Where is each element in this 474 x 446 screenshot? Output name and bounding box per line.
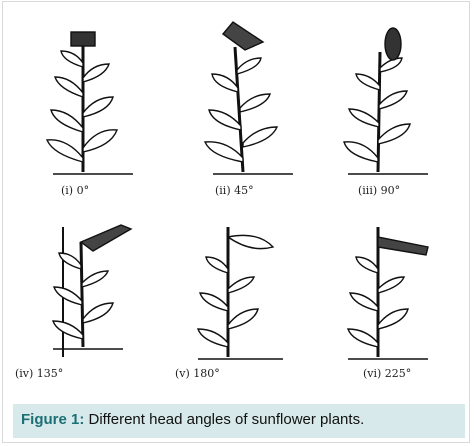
panel-label: (i) 0° <box>61 184 90 197</box>
sunflower-plant-0-deg <box>45 31 133 175</box>
figure-frame: (i) 0° (ii) 45° <box>2 1 470 443</box>
panel-4: (iv) 135° <box>15 207 173 397</box>
caption-label: Figure 1: <box>21 411 85 428</box>
panel-6: (vi) 225° <box>318 207 468 397</box>
panel-2: (ii) 45° <box>173 12 323 202</box>
sunflower-plant-135-deg <box>52 224 133 357</box>
panel-label: (ii) 45° <box>215 184 254 197</box>
sunflower-plant-225-deg <box>347 227 429 360</box>
panel-1: (i) 0° <box>23 12 173 202</box>
sunflower-plant-90-deg <box>343 27 428 175</box>
panel-label: (iv) 135° <box>15 367 64 380</box>
figure-caption: Figure 1: Different head angles of sunfl… <box>13 404 465 438</box>
panel-label: (vi) 225° <box>363 367 412 380</box>
panel-label: (v) 180° <box>175 367 220 380</box>
panel-5: (v) 180° <box>173 207 323 397</box>
sunflower-plant-180-deg <box>197 227 283 360</box>
panel-3: (iii) 90° <box>318 12 468 202</box>
sunflower-plant-45-deg <box>203 21 293 175</box>
caption-text: Different head angles of sunflower plant… <box>84 411 365 428</box>
panel-label: (iii) 90° <box>358 184 401 197</box>
